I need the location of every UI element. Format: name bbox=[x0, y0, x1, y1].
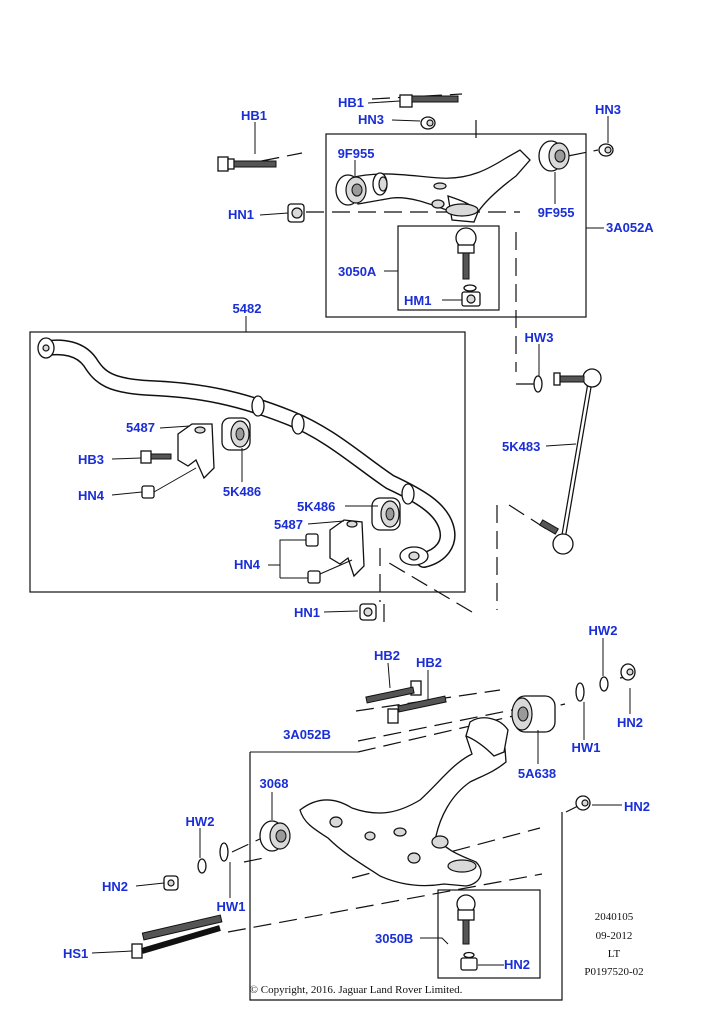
label-hb1-top: HB1 bbox=[338, 95, 364, 110]
diagram-date: 09-2012 bbox=[596, 930, 633, 942]
label-9f955-right: 9F955 bbox=[538, 205, 575, 220]
label-hw1-left: HW1 bbox=[217, 899, 246, 914]
upper-bushing-ring bbox=[372, 172, 388, 196]
label-hb1-left: HB1 bbox=[241, 108, 267, 123]
upper-ball-joint bbox=[455, 227, 477, 280]
upper-bushing-left bbox=[335, 174, 367, 206]
label-hn2-right-mid: HN2 bbox=[624, 799, 650, 814]
label-5a638: 5A638 bbox=[518, 766, 556, 781]
hw2-right-washer bbox=[599, 676, 609, 692]
hn3-right-nut bbox=[598, 143, 614, 157]
upper-arm-box bbox=[325, 133, 587, 318]
diagram-ref: P0197520-02 bbox=[584, 966, 643, 978]
label-hn3-right: HN3 bbox=[595, 102, 621, 117]
lower-bushing-front bbox=[259, 820, 291, 852]
hw2-left-washer bbox=[197, 858, 207, 874]
hb2-bolt-right bbox=[387, 695, 447, 724]
upper-bushing-right bbox=[538, 140, 570, 172]
label-5k486-left: 5K486 bbox=[223, 484, 261, 499]
label-5k483: 5K483 bbox=[502, 439, 540, 454]
label-hm1: HM1 bbox=[404, 293, 431, 308]
hb1-bolt bbox=[217, 156, 277, 172]
label-hn3-top: HN3 bbox=[358, 112, 384, 127]
label-hn2-bottom: HN2 bbox=[504, 957, 530, 972]
lower-arm-box bbox=[249, 752, 563, 1001]
hw3-washer bbox=[533, 375, 543, 393]
hs1-bolt bbox=[131, 914, 223, 959]
hw1-right-washer bbox=[575, 682, 585, 702]
label-3068: 3068 bbox=[260, 776, 289, 791]
label-hn4-top: HN4 bbox=[78, 488, 105, 503]
label-hw2-right: HW2 bbox=[589, 623, 618, 638]
hn1-top-nut bbox=[287, 203, 305, 223]
diagram-code: 2040105 bbox=[595, 911, 634, 923]
hb2-axis-line bbox=[355, 689, 501, 712]
label-hn1-mid: HN1 bbox=[294, 605, 320, 620]
label-hn1-top: HN1 bbox=[228, 207, 254, 222]
label-hb2-left: HB2 bbox=[374, 648, 400, 663]
hn4-nut-mid bbox=[305, 533, 319, 547]
label-3a052a: 3A052A bbox=[606, 220, 654, 235]
label-5k486-right: 5K486 bbox=[297, 499, 335, 514]
lower-balljoint-box bbox=[437, 889, 541, 979]
label-5487-bottom: 5487 bbox=[274, 517, 303, 532]
hn3-top-nut bbox=[420, 116, 436, 130]
label-hs1: HS1 bbox=[63, 946, 88, 961]
label-hw2-left: HW2 bbox=[186, 814, 215, 829]
label-5482: 5482 bbox=[233, 301, 262, 316]
hn2-right-mid-nut bbox=[575, 795, 591, 811]
label-3a052b: 3A052B bbox=[283, 727, 331, 742]
label-hb3: HB3 bbox=[78, 452, 104, 467]
lower-bushing-rear bbox=[511, 695, 556, 733]
lower-ball-joint bbox=[456, 894, 478, 971]
hn4-nut-top bbox=[141, 485, 155, 499]
label-hn2-left: HN2 bbox=[102, 879, 128, 894]
label-5487-top: 5487 bbox=[126, 420, 155, 435]
label-hw1-right: HW1 bbox=[572, 740, 601, 755]
label-9f955-left: 9F955 bbox=[338, 146, 375, 161]
diagram-region: LT bbox=[608, 948, 621, 960]
stabilizer-clamp-top bbox=[177, 423, 215, 480]
label-hn4-bottom: HN4 bbox=[234, 557, 261, 572]
stabilizer-bushing-bottom bbox=[371, 497, 401, 531]
label-hw3: HW3 bbox=[525, 330, 554, 345]
copyright-notice: © Copyright, 2016. Jaguar Land Rover Lim… bbox=[250, 984, 463, 996]
label-3050a: 3050A bbox=[338, 264, 377, 279]
hb1-top-bolt bbox=[399, 94, 459, 108]
hn1-mid-nut bbox=[359, 603, 377, 621]
hn2-left-nut bbox=[163, 875, 179, 891]
stabilizer-bushing-top bbox=[221, 417, 251, 451]
stabilizer-link bbox=[539, 368, 602, 555]
stabilizer-bar bbox=[37, 337, 456, 568]
label-hb2-right: HB2 bbox=[416, 655, 442, 670]
lower-control-arm bbox=[299, 717, 509, 887]
hw1-left-washer bbox=[219, 842, 229, 862]
hb2-bolt-left bbox=[365, 680, 422, 704]
hb3-bolt bbox=[140, 450, 172, 464]
stabilizer-bar-box bbox=[29, 331, 466, 593]
label-3050b: 3050B bbox=[375, 931, 413, 946]
hm1-nut bbox=[461, 284, 481, 307]
upper-control-arm bbox=[349, 149, 531, 223]
hn4-nut-bottom bbox=[307, 570, 321, 584]
hn2-right-top-nut bbox=[620, 663, 636, 681]
label-hn2-right-top: HN2 bbox=[617, 715, 643, 730]
stabilizer-clamp-bottom bbox=[329, 519, 365, 578]
